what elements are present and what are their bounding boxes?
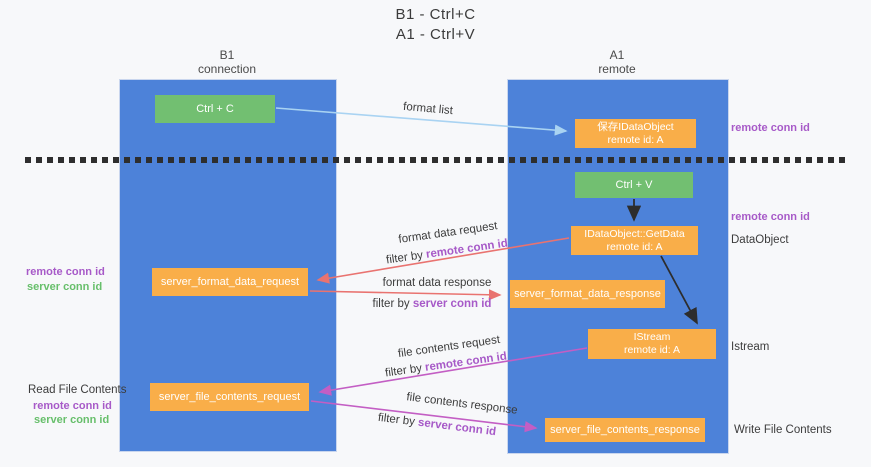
node-ctrl-v-label: Ctrl + V [615, 178, 653, 191]
node-server-file-contents-request-label: server_file_contents_request [158, 390, 301, 403]
node-ctrl-v: Ctrl + V [575, 172, 693, 198]
node-save-idataobject-line1: 保存IDataObject [597, 120, 674, 133]
label-left-server-conn-id-bottom: server conn id [34, 414, 110, 426]
diagram-title-line2: A1 - Ctrl+V [395, 26, 476, 43]
label-format-data-response-filter: filter by server conn id [373, 298, 492, 310]
lane-header-a1: A1 remote [507, 48, 727, 76]
node-istream-line2: remote id: A [623, 344, 681, 356]
label-read-file-contents: Read File Contents [28, 384, 127, 396]
label-right-remote-conn-id-top: remote conn id [731, 122, 810, 134]
node-save-idataobject-line2: remote id: A [607, 133, 664, 146]
lane-header-b1: B1 connection [119, 48, 335, 76]
node-istream: IStream remote id: A [588, 329, 716, 359]
label-dataobject: DataObject [731, 234, 789, 246]
arrow-file-contents-response [310, 400, 538, 433]
node-server-format-data-request-label: server_format_data_request [160, 275, 300, 288]
node-idataobject-getdata: IDataObject::GetData remote id: A [571, 226, 698, 255]
arrow-format-data-request [316, 237, 570, 284]
node-server-file-contents-response-label: server_file_contents_response [550, 423, 700, 436]
lane-a1-title: A1 [609, 48, 625, 62]
arrow-file-contents-request [318, 347, 588, 396]
node-server-format-data-request: server_format_data_request [152, 268, 308, 296]
label-format-data-response: format data response [382, 277, 492, 289]
label-write-file-contents: Write File Contents [734, 424, 832, 436]
node-ctrl-c: Ctrl + C [155, 95, 275, 123]
diagram-title-line1: B1 - Ctrl+C [395, 6, 476, 23]
lane-b1-subtitle: connection [197, 62, 257, 76]
label-left-remote-conn-id-mid: remote conn id [26, 266, 105, 278]
node-server-format-data-response: server_format_data_response [510, 280, 665, 308]
node-server-file-contents-request: server_file_contents_request [150, 383, 309, 411]
lane-a1-subtitle: remote [598, 62, 636, 76]
label-left-remote-conn-id-bottom: remote conn id [33, 400, 112, 412]
label-istream: Istream [731, 341, 770, 353]
node-ctrl-c-label: Ctrl + C [196, 102, 234, 115]
arrow-format-data-response [309, 289, 502, 301]
arrow-format-list [275, 107, 568, 136]
node-server-file-contents-response: server_file_contents_response [545, 418, 705, 442]
label-right-remote-conn-id-mid: remote conn id [731, 211, 810, 223]
node-save-idataobject: 保存IDataObject remote id: A [575, 119, 696, 148]
lane-b1-title: B1 [219, 48, 235, 62]
arrow-getdata-to-istream [660, 255, 698, 325]
label-format-data-response-filter-prefix: filter by [372, 298, 413, 310]
phase-divider-dashed-line [25, 157, 845, 163]
label-format-data-response-filter-key: server conn id [412, 298, 492, 310]
label-left-server-conn-id-mid: server conn id [27, 281, 103, 293]
node-idataobject-getdata-line2: remote id: A [606, 240, 663, 253]
node-istream-line1: IStream [633, 331, 671, 343]
node-idataobject-getdata-line1: IDataObject::GetData [584, 227, 685, 240]
node-server-format-data-response-label: server_format_data_response [514, 287, 661, 300]
